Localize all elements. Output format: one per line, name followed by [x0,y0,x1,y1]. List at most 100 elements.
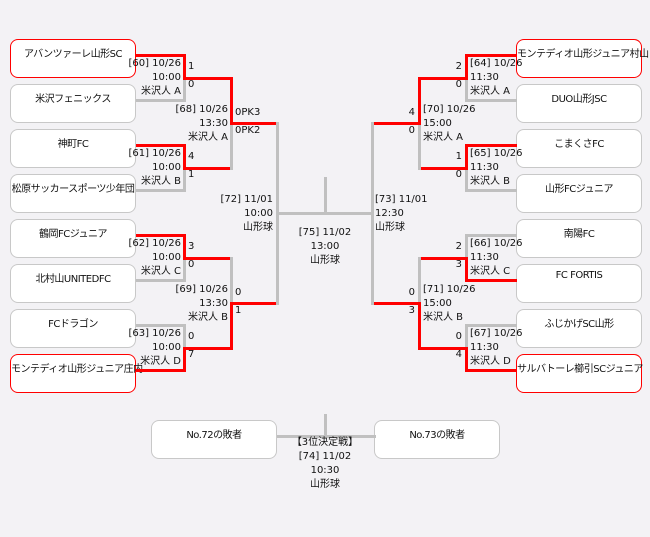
bracket-line [465,234,517,237]
match-time: 11:30 [470,342,499,353]
bracket-line [183,324,186,350]
score: 1 [188,169,195,180]
bracket-line [183,347,233,350]
team-box[interactable]: 南陽FC [516,219,642,258]
bracket-line [183,54,186,80]
match-venue: 米沢人 A [423,132,464,143]
team-box[interactable]: 松原サッカースポーツ少年団 [10,174,136,213]
bracket-line [418,122,421,170]
score: 0 [188,79,195,90]
match-id: [70] 10/26 [423,104,476,115]
bracket-line [371,212,374,305]
match-time: 13:30 [199,298,228,309]
bracket-line [136,234,186,237]
score: 0 [188,259,195,270]
match-time: 10:00 [152,342,181,353]
score: 3 [188,241,195,252]
bracket-line [230,122,233,170]
bracket-line [418,167,468,170]
bracket-line [183,167,186,192]
match-title: 【3位決定戦】 [291,437,359,448]
match-venue: 山形球 [310,255,340,266]
score: 2 [455,61,462,72]
match-venue: 米沢人 D [470,356,511,367]
team-box[interactable]: サルバトーレ櫛引SCジュニア [516,354,643,393]
bracket-line [465,369,517,372]
match-time: 15:00 [423,298,452,309]
team-box[interactable]: FC FORTIS [516,264,642,303]
match-time: 13:00 [310,241,340,252]
bracket-line [324,414,327,438]
bracket-line [324,177,327,215]
score: 7 [188,349,195,360]
bracket-line [465,234,468,260]
match-id: [73] 11/01 [375,194,428,205]
match-venue: 米沢人 A [140,86,181,97]
bracket-line [418,77,421,125]
score: 0PK3 [235,107,261,118]
bracket-line [465,257,468,282]
team-box[interactable]: 鶴岡FCジュニア [10,219,136,258]
team-box[interactable]: 山形FCジュニア [516,174,642,213]
match-time: 10:00 [152,252,181,263]
team-box[interactable]: こまくさFC [516,129,642,168]
bracket-line [230,257,233,305]
team-box[interactable]: 米沢フェニックス [10,84,136,123]
team-box[interactable]: DUO山形JSC [516,84,642,123]
bracket-line [465,144,517,147]
team-box[interactable]: モンテディオ山形ジュニア村山 [516,39,649,78]
team-box[interactable]: FCドラゴン [10,309,136,348]
team-box[interactable]: モンテディオ山形ジュニア庄内 [10,354,143,393]
bracket-line [183,144,186,170]
bracket-line [183,234,186,260]
bracket-line [276,212,279,305]
match-id: [61] 10/26 [128,148,181,159]
bracket-line [136,189,186,192]
score: 1 [235,305,242,316]
match-id: [72] 11/01 [220,194,273,205]
bracket-line [465,167,468,192]
bracket-line [371,122,374,215]
match-venue: 山形球 [310,479,340,490]
bracket-line [183,77,186,102]
match-id: [65] 10/26 [470,148,523,159]
match-venue: 米沢人 C [470,266,511,277]
third-place-right-box: No.73の敗者 [374,420,500,459]
match-venue: 米沢人 B [423,312,464,323]
match-time: 15:00 [423,118,452,129]
bracket-line [183,167,233,170]
match-venue: 米沢人 A [187,132,228,143]
bracket-line [418,347,468,350]
bracket-line [136,99,186,102]
match-venue: 米沢人 B [470,176,511,187]
team-box[interactable]: 北村山UNITEDFC [10,264,136,303]
match-id: [67] 10/26 [470,328,523,339]
bracket-line [418,257,421,305]
bracket-line [465,77,468,102]
bracket-line [183,77,233,80]
score: 0 [455,79,462,90]
score: 3 [455,259,462,270]
score: 4 [188,151,195,162]
match-venue: 山形球 [243,222,273,233]
bracket-line [136,324,186,327]
match-time: 11:30 [470,162,499,173]
score: 0 [235,287,242,298]
score: 4 [455,349,462,360]
bracket-line [465,324,517,327]
bracket-line [136,54,186,57]
match-id: [64] 10/26 [470,58,523,69]
match-venue: 米沢人 B [140,176,181,187]
team-box[interactable]: ふじかげSC山形 [516,309,642,348]
bracket-line [371,302,421,305]
match-time: 10:00 [152,162,181,173]
bracket-line [136,279,186,282]
bracket-line [276,122,279,215]
team-box[interactable]: 神町FC [10,129,136,168]
bracket-line [418,257,468,260]
team-box[interactable]: アバンツァーレ山形SC [10,39,136,78]
match-id: [74] 11/02 [298,451,352,462]
score: 4 [408,107,415,118]
match-venue: 米沢人 A [470,86,511,97]
match-venue: 山形球 [375,222,405,233]
